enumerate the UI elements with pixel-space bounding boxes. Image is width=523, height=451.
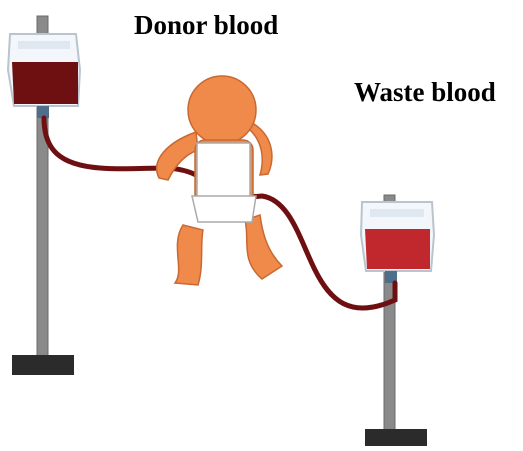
donor-blood-label: Donor blood xyxy=(134,12,278,39)
waste-blood-label: Waste blood xyxy=(354,79,496,106)
donor-blood-bag-icon xyxy=(8,34,80,118)
waste-blood-bag-icon xyxy=(361,202,434,283)
infant-clothing xyxy=(192,143,256,222)
donor-pole-base xyxy=(12,355,74,375)
waste-pole-base xyxy=(365,429,427,446)
